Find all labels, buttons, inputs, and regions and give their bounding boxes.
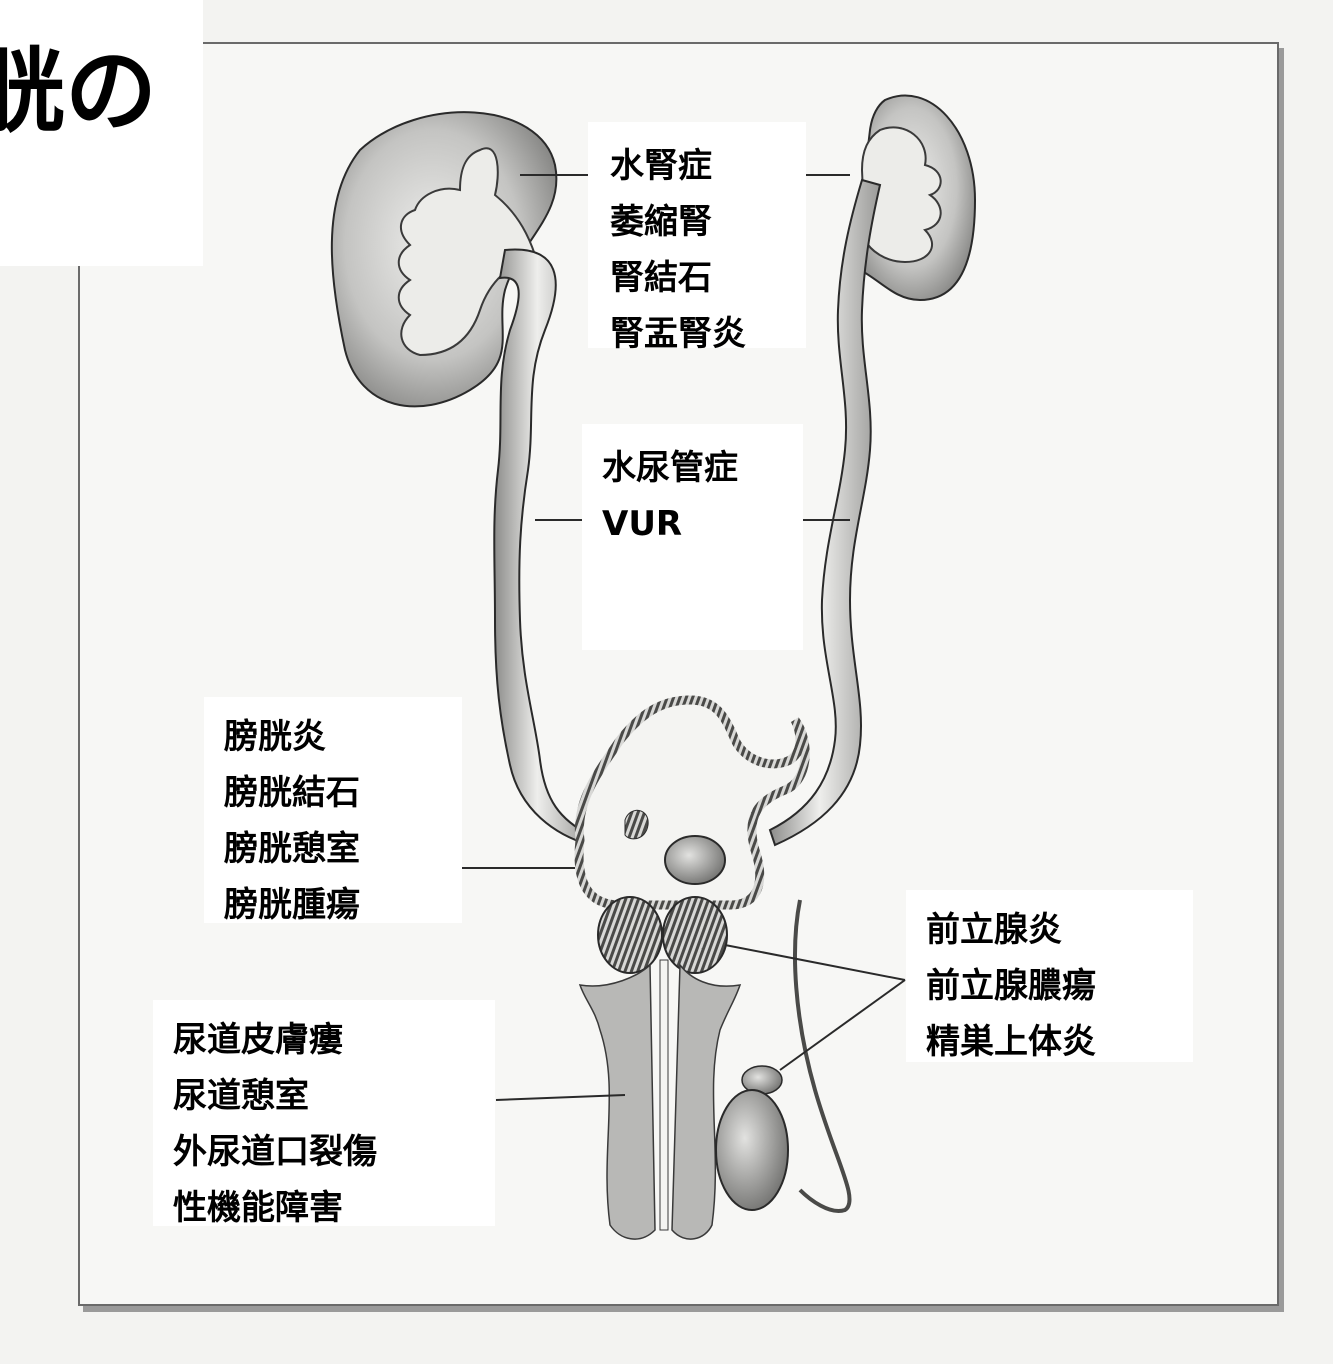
label-hydroureter: 水尿管症 — [602, 448, 738, 488]
label-meatal-laceration: 外尿道口裂傷 — [173, 1132, 377, 1172]
page-title-box: 胱の — [0, 0, 203, 266]
left-ureter — [493, 248, 591, 847]
page-title: 胱の — [0, 38, 157, 145]
right-ureter — [768, 178, 882, 847]
vas-deferens — [793, 899, 852, 1213]
label-kidney-stone: 腎結石 — [610, 258, 712, 298]
urethra-right-body — [671, 962, 742, 1240]
label-hydronephrosis: 水腎症 — [610, 146, 712, 186]
bladder-stone — [664, 835, 726, 885]
prostate-label-box: 前立腺炎 前立腺膿瘍 精巣上体炎 — [906, 890, 1193, 1062]
bladder-diverticulum — [624, 810, 649, 840]
bladder-label-box: 膀胱炎 膀胱結石 膀胱憩室 膀胱腫瘍 — [204, 697, 462, 925]
label-bladder-stone: 膀胱結石 — [224, 773, 360, 813]
label-pyelonephritis: 腎盂腎炎 — [610, 314, 746, 354]
label-urethral-diverticulum: 尿道憩室 — [173, 1076, 309, 1116]
leader-lines — [462, 174, 906, 1101]
testis — [715, 1089, 789, 1211]
label-vur: VUR — [602, 504, 683, 544]
label-bladder-diverticulum: 膀胱憩室 — [224, 829, 360, 869]
label-prostatitis: 前立腺炎 — [926, 910, 1062, 950]
kidney-label-box: 水腎症 萎縮腎 腎結石 腎盂腎炎 — [588, 122, 806, 354]
urethra-label-box: 尿道皮膚瘻 尿道憩室 外尿道口裂傷 性機能障害 — [153, 1000, 495, 1228]
label-cystitis: 膀胱炎 — [224, 717, 326, 757]
label-sexual-dysfunction: 性機能障害 — [173, 1188, 343, 1228]
label-bladder-tumor: 膀胱腫瘍 — [224, 885, 360, 925]
bladder-wall — [574, 695, 810, 910]
label-urethrocutaneous-fistula: 尿道皮膚瘻 — [173, 1020, 343, 1060]
urethra-left-body — [578, 963, 656, 1240]
prostate-left-lobe — [597, 896, 663, 974]
ureter-label-box: 水尿管症 VUR — [582, 424, 803, 650]
left-renal-pelvis — [397, 147, 537, 357]
label-atrophic-kidney: 萎縮腎 — [610, 202, 712, 242]
label-prostatic-abscess: 前立腺膿瘍 — [926, 966, 1096, 1006]
label-epididymitis: 精巣上体炎 — [926, 1022, 1096, 1062]
prostate-right-lobe — [662, 896, 728, 974]
urethra-channel — [659, 959, 669, 1231]
